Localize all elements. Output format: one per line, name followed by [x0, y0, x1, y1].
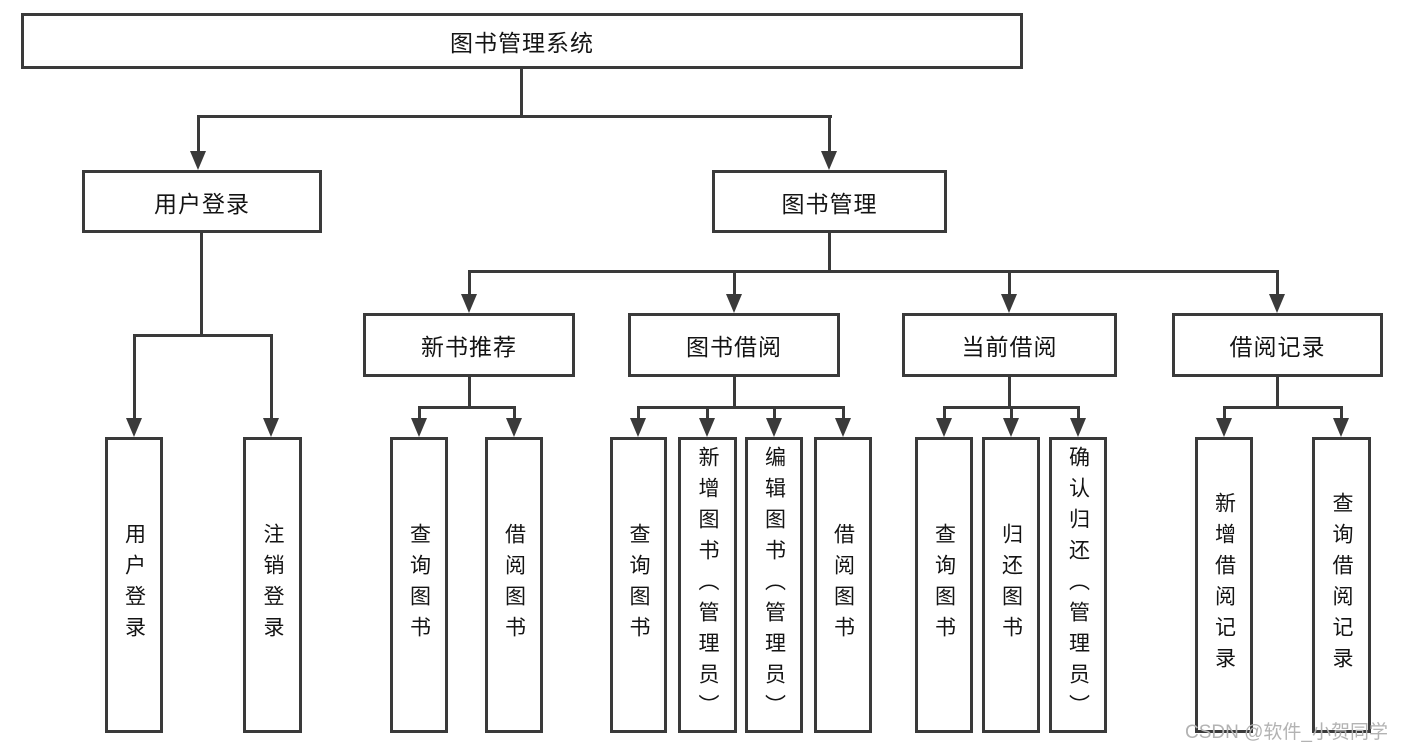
arrowhead-down-icon — [263, 418, 279, 437]
arrowhead-down-icon — [821, 151, 837, 170]
leaf-user-login: 用户登录 — [105, 437, 163, 733]
node-borrowing-records: 借阅记录 — [1172, 313, 1383, 377]
connector-line — [828, 115, 831, 153]
arrowhead-down-icon — [936, 418, 952, 437]
node-book-borrowing: 图书借阅 — [628, 313, 840, 377]
arrowhead-down-icon — [835, 418, 851, 437]
connector-line — [943, 406, 946, 420]
connector-line — [706, 406, 709, 420]
connector-line — [1223, 406, 1343, 409]
leaf-borrow-books: 借阅图书 — [814, 437, 872, 733]
node-new-book-recommend-label: 新书推荐 — [421, 334, 517, 360]
leaf-confirm-return-admin-label: 确认归还（管理员） — [1066, 445, 1090, 725]
leaf-return-books: 归还图书 — [982, 437, 1040, 733]
leaf-query-books-recommend-label: 查询图书 — [407, 523, 431, 647]
leaf-borrow-books-recommend-label: 借阅图书 — [502, 523, 526, 647]
connector-line — [133, 334, 273, 337]
connector-line — [418, 406, 421, 420]
arrowhead-down-icon — [726, 294, 742, 313]
node-book-borrowing-label: 图书借阅 — [686, 334, 782, 360]
leaf-logout: 注销登录 — [243, 437, 302, 733]
connector-line — [418, 406, 516, 409]
leaf-query-books-recommend: 查询图书 — [390, 437, 448, 733]
arrowhead-down-icon — [1333, 418, 1349, 437]
connector-line — [773, 406, 776, 420]
leaf-borrow-books-recommend: 借阅图书 — [485, 437, 543, 733]
connector-line — [200, 233, 203, 336]
connector-line — [1077, 406, 1080, 420]
connector-line — [270, 334, 273, 420]
leaf-edit-books-admin-label: 编辑图书（管理员） — [762, 445, 786, 725]
connector-line — [1223, 406, 1226, 420]
leaf-query-books-current-label: 查询图书 — [932, 523, 956, 647]
arrowhead-down-icon — [1216, 418, 1232, 437]
leaf-borrow-books-label: 借阅图书 — [831, 523, 855, 647]
leaf-query-books-borrowing-label: 查询图书 — [627, 523, 650, 647]
node-library-system: 图书管理系统 — [21, 13, 1023, 69]
connector-line — [468, 377, 471, 408]
leaf-return-books-label: 归还图书 — [999, 523, 1023, 647]
node-library-system-label: 图书管理系统 — [450, 30, 594, 56]
leaf-add-borrow-record: 新增借阅记录 — [1195, 437, 1253, 733]
arrowhead-down-icon — [1269, 294, 1285, 313]
node-current-borrowing-label: 当前借阅 — [961, 334, 1058, 360]
connector-line — [197, 115, 200, 153]
arrowhead-down-icon — [1003, 418, 1019, 437]
leaf-query-borrow-record: 查询借阅记录 — [1312, 437, 1371, 733]
connector-line — [637, 406, 845, 409]
leaf-confirm-return-admin: 确认归还（管理员） — [1049, 437, 1107, 733]
leaf-logout-label: 注销登录 — [261, 523, 284, 647]
arrowhead-down-icon — [411, 418, 427, 437]
leaf-add-books-admin: 新增图书（管理员） — [678, 437, 737, 733]
node-user-login-label: 用户登录 — [154, 190, 250, 217]
connector-line — [733, 377, 736, 408]
connector-line — [520, 69, 523, 117]
csdn-watermark: CSDN @软件_小贺同学 — [1185, 722, 1388, 743]
leaf-user-login-label: 用户登录 — [122, 523, 146, 647]
connector-line — [513, 406, 516, 420]
leaf-query-books-current: 查询图书 — [915, 437, 973, 733]
connector-line — [637, 406, 640, 420]
leaf-add-books-admin-label: 新增图书（管理员） — [696, 445, 719, 725]
arrowhead-down-icon — [506, 418, 522, 437]
arrowhead-down-icon — [1001, 294, 1017, 313]
connector-line — [1276, 270, 1279, 297]
node-current-borrowing: 当前借阅 — [902, 313, 1117, 377]
node-borrowing-records-label: 借阅记录 — [1229, 334, 1326, 360]
node-book-management: 图书管理 — [712, 170, 947, 233]
connector-line — [197, 115, 832, 118]
connector-line — [828, 233, 831, 272]
arrowhead-down-icon — [1070, 418, 1086, 437]
leaf-add-borrow-record-label: 新增借阅记录 — [1212, 492, 1236, 678]
connector-line — [1276, 377, 1279, 408]
node-user-login: 用户登录 — [82, 170, 322, 233]
arrowhead-down-icon — [190, 151, 206, 170]
arrowhead-down-icon — [126, 418, 142, 437]
node-new-book-recommend: 新书推荐 — [363, 313, 575, 377]
leaf-edit-books-admin: 编辑图书（管理员） — [745, 437, 803, 733]
connector-line — [1008, 270, 1011, 297]
connector-line — [842, 406, 845, 420]
arrowhead-down-icon — [630, 418, 646, 437]
connector-line — [733, 270, 736, 297]
leaf-query-borrow-record-label: 查询借阅记录 — [1330, 492, 1353, 678]
connector-line — [133, 334, 136, 420]
arrowhead-down-icon — [461, 294, 477, 313]
leaf-query-books-borrowing: 查询图书 — [610, 437, 667, 733]
connector-line — [1010, 406, 1013, 420]
connector-line — [1340, 406, 1343, 420]
connector-line — [468, 270, 471, 297]
node-book-management-label: 图书管理 — [781, 190, 878, 217]
arrowhead-down-icon — [766, 418, 782, 437]
connector-line — [1008, 377, 1011, 408]
arrowhead-down-icon — [699, 418, 715, 437]
connector-line — [468, 270, 1278, 273]
